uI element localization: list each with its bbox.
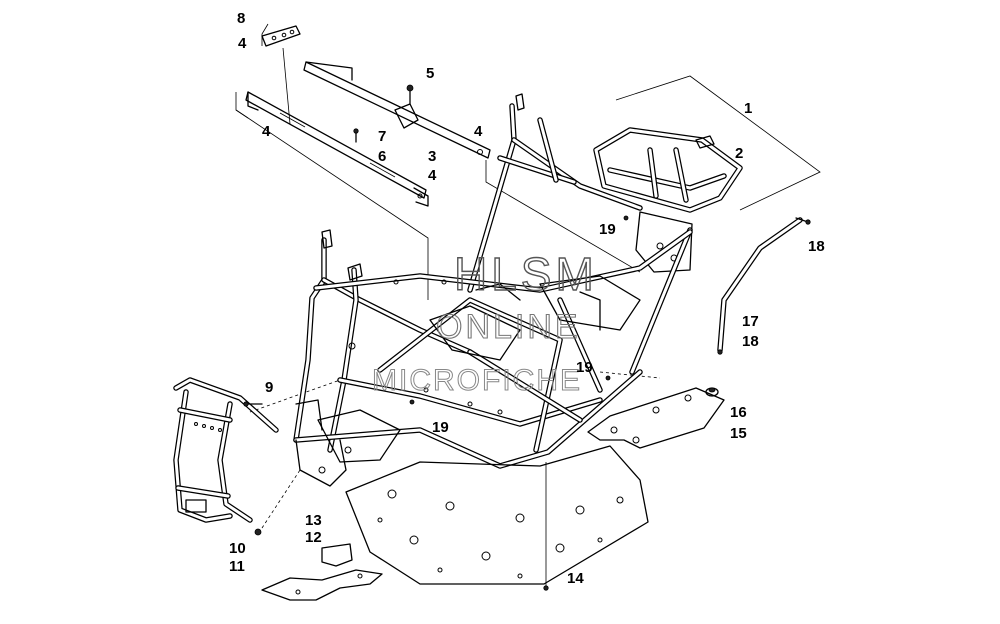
- bolt-7: [353, 128, 359, 143]
- watermark: HLSM ONLINE MICROFICHE: [372, 247, 598, 397]
- reference-lines: [235, 23, 821, 586]
- rail-3: [303, 61, 491, 159]
- callout-14: 14: [567, 570, 584, 587]
- callout-13: 13: [305, 512, 322, 529]
- bolt-19-group: [409, 215, 629, 405]
- callout-6: 6: [378, 148, 386, 165]
- callout-4b: 4: [262, 123, 271, 140]
- callout-17: 17: [742, 313, 759, 330]
- callout-18b: 18: [742, 333, 759, 350]
- bracket-12: [261, 543, 383, 601]
- callout-8: 8: [237, 10, 245, 27]
- callout-19b: 19: [576, 359, 593, 376]
- bolt-9: [243, 401, 263, 407]
- bolt-5: [406, 84, 414, 105]
- main-frame: [293, 93, 693, 487]
- callout-16: 16: [730, 404, 747, 421]
- callout-4c: 4: [474, 123, 483, 140]
- callout-15: 15: [730, 425, 747, 442]
- rear-plate-15: [587, 387, 725, 449]
- callout-7: 7: [378, 128, 386, 145]
- rail-6: [245, 91, 429, 207]
- front-bumper-10: [173, 377, 279, 523]
- callouts: 1 2 3 4 4 4 4 5 6 7 8 9 10 11 12 13 14 1…: [229, 10, 825, 587]
- support-rod-17: [717, 217, 803, 353]
- bolt-18-bottom: [717, 349, 723, 355]
- callout-4d: 4: [428, 167, 437, 184]
- callout-11: 11: [229, 558, 245, 575]
- skid-plate-13: [345, 445, 649, 585]
- clip-2: [695, 135, 715, 149]
- cargo-rack-1: [593, 127, 743, 273]
- watermark-line2: ONLINE: [436, 308, 581, 346]
- bolt-18-top: [795, 217, 811, 225]
- callout-18a: 18: [808, 238, 825, 255]
- bolt-14: [543, 585, 549, 591]
- callout-19c: 19: [432, 419, 449, 436]
- nut-11: [254, 528, 262, 536]
- bracket-8: [261, 25, 301, 47]
- callout-5: 5: [426, 65, 434, 82]
- callout-4a: 4: [238, 35, 247, 52]
- callout-1: 1: [744, 100, 752, 117]
- callout-9: 9: [265, 379, 273, 396]
- callout-19a: 19: [599, 221, 616, 238]
- grommet-16: [705, 387, 719, 397]
- callout-12: 12: [305, 529, 322, 546]
- callout-3: 3: [428, 148, 436, 165]
- callout-2: 2: [735, 145, 743, 162]
- watermark-line3: MICROFICHE: [372, 364, 582, 397]
- watermark-line1: HLSM: [454, 248, 598, 300]
- callout-10: 10: [229, 540, 246, 557]
